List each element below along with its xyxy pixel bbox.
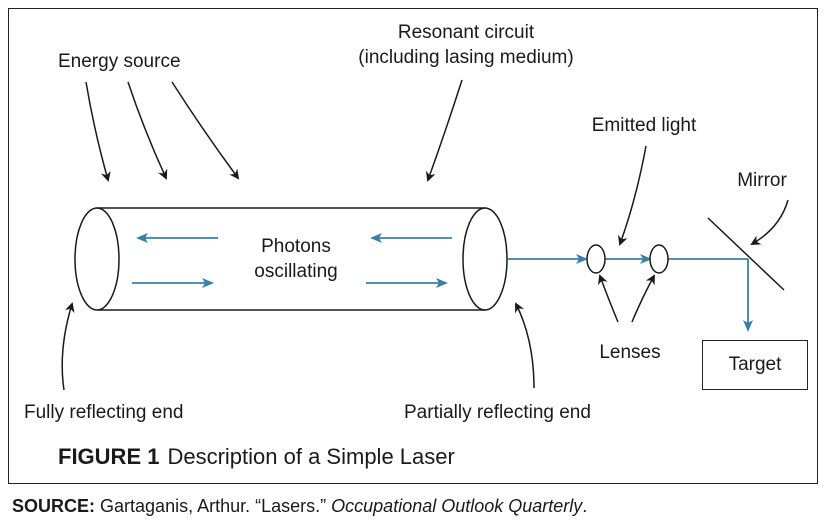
partially-reflecting-arrow — [515, 302, 535, 389]
figure-frame — [8, 8, 818, 484]
photon-arrows — [132, 233, 452, 288]
energy-source-arrows — [85, 81, 240, 182]
mirror-label: Mirror — [737, 170, 787, 191]
resonant-circuit-arrow — [426, 79, 463, 182]
fully-reflecting-label: Fully reflecting end — [24, 402, 183, 423]
figure-number: FIGURE 1 — [58, 444, 160, 469]
source-publication: Occupational Outlook Quarterly — [331, 496, 583, 516]
source-line: SOURCE: Gartaganis, Arthur. “Lasers.” Oc… — [12, 496, 587, 517]
mirror-line — [707, 217, 785, 291]
resonant-circuit-label-line1: Resonant circuit — [398, 22, 535, 43]
figure-caption: FIGURE 1 Description of a Simple Laser — [58, 444, 455, 470]
source-label: SOURCE: — [12, 496, 96, 516]
source-end: . — [582, 496, 588, 516]
emitted-light-arrow — [618, 145, 647, 246]
partially-reflecting-end-ellipse — [462, 207, 486, 311]
lens-arrow-left — [598, 274, 619, 323]
laser-tube — [74, 207, 508, 311]
lens-1 — [586, 244, 606, 274]
energy-source-label: Energy source — [58, 51, 181, 72]
target-box: Target — [702, 340, 808, 390]
mirror-arrow — [750, 199, 789, 245]
emitted-light-label: Emitted light — [592, 115, 697, 136]
lens-arrow-right — [631, 274, 655, 323]
emitted-beam — [508, 254, 753, 332]
fully-reflecting-arrow — [61, 302, 75, 391]
photons-label-line1: Photons — [261, 236, 331, 257]
source-text: Gartaganis, Arthur. “Lasers.” — [100, 496, 327, 516]
target-label: Target — [728, 354, 782, 375]
partially-reflecting-label: Partially reflecting end — [404, 402, 591, 423]
resonant-circuit-label-line2: (including lasing medium) — [358, 47, 573, 68]
fully-reflecting-end-ellipse — [74, 207, 120, 311]
lenses-label: Lenses — [599, 342, 660, 363]
lens-2 — [649, 244, 669, 274]
figure-title: Description of a Simple Laser — [167, 444, 455, 469]
photons-label-line2: oscillating — [254, 261, 337, 282]
